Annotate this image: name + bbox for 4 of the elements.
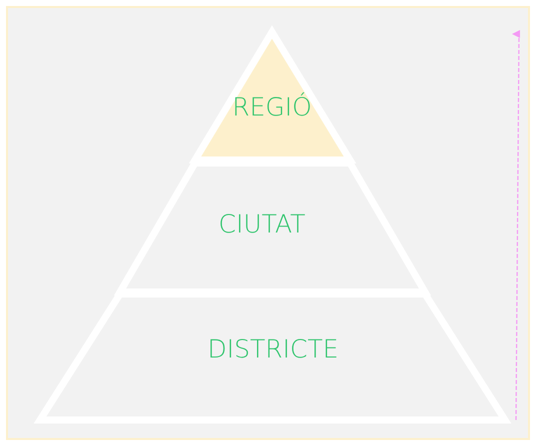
tier-label: DISTRICTE <box>207 334 339 364</box>
pyramid-tier <box>190 25 355 163</box>
tier-label: CIUTAT <box>218 210 306 238</box>
tier-label: REGIÓ <box>232 92 312 122</box>
